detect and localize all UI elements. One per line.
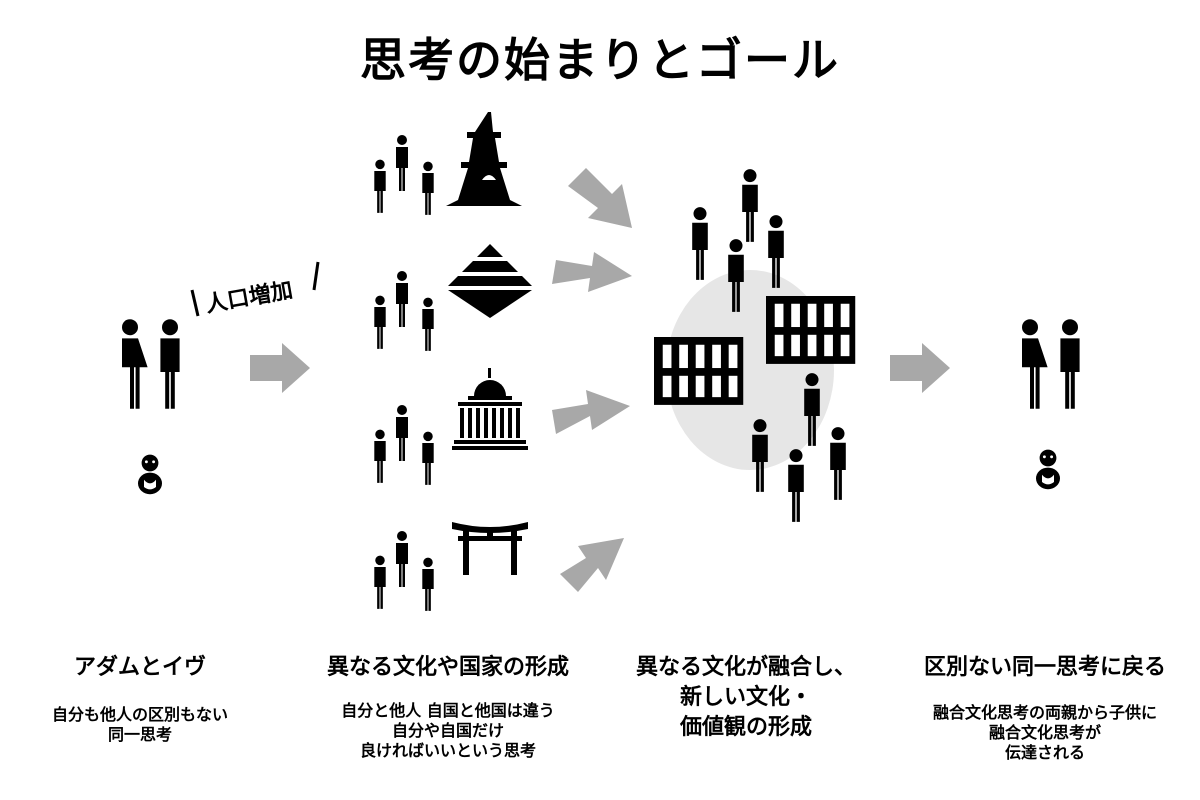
arrow-icon xyxy=(560,538,624,592)
tower-icon xyxy=(446,112,522,206)
population-growth-label: 人口増加 xyxy=(190,261,320,318)
arrow-icon xyxy=(552,390,630,434)
adam-eve-couple-icon xyxy=(122,319,180,409)
population-growth-text: 人口増加 xyxy=(204,277,295,318)
stage-heading: 異なる文化や国家の形成 xyxy=(326,655,569,680)
culture-group-pyramid xyxy=(374,244,532,351)
building-icon xyxy=(654,337,744,405)
culture-group-capitol xyxy=(374,368,528,485)
stage-culture-fusion: 異なる文化が融合し、 新しい文化・ 価値観の形成 xyxy=(612,653,880,743)
culture-group-tower xyxy=(374,112,522,215)
capitol-icon xyxy=(452,368,528,450)
baby-icon xyxy=(138,454,162,495)
arrow-icon xyxy=(890,343,950,393)
arrow-icon xyxy=(568,168,632,228)
stage-heading: 異なる文化が融合し、 新しい文化・ 価値観の形成 xyxy=(635,655,856,740)
child-baby-icon xyxy=(1036,449,1060,490)
stage-heading: アダムとイヴ xyxy=(73,655,206,680)
stage-heading: 区別ない同一思考に戻る xyxy=(923,655,1166,680)
converging-arrows xyxy=(552,168,632,592)
stage-adam-eve: アダムとイヴ 自分も他人の区別もない 同一思考 xyxy=(20,653,260,745)
pyramid-icon xyxy=(448,244,532,318)
stage-culture-formation: 異なる文化や国家の形成 自分と他人 自国と他国は違う 自分や自国だけ 良ければい… xyxy=(298,653,598,761)
stage-description: 融合文化思考の両親から子供に 融合文化思考が 伝達される xyxy=(932,703,1157,762)
arrow-icon xyxy=(552,252,632,292)
culture-group-torii xyxy=(374,522,528,611)
building-icon xyxy=(766,296,856,364)
diagram-art: 人口増加 xyxy=(122,112,1080,650)
arrow-icon xyxy=(250,343,310,393)
page-title: 思考の始まりとゴール xyxy=(360,33,840,87)
stage-description: 自分も他人の区別もない 同一思考 xyxy=(51,705,228,744)
stage-description: 自分と他人 自国と他国は違う 自分や自国だけ 良ければいいという思考 xyxy=(341,701,555,760)
torii-icon xyxy=(452,522,528,575)
stage-return: 区別ない同一思考に戻る 融合文化思考の両親から子供に 融合文化思考が 伝達される xyxy=(900,653,1190,763)
parents-couple-icon xyxy=(1022,319,1080,409)
